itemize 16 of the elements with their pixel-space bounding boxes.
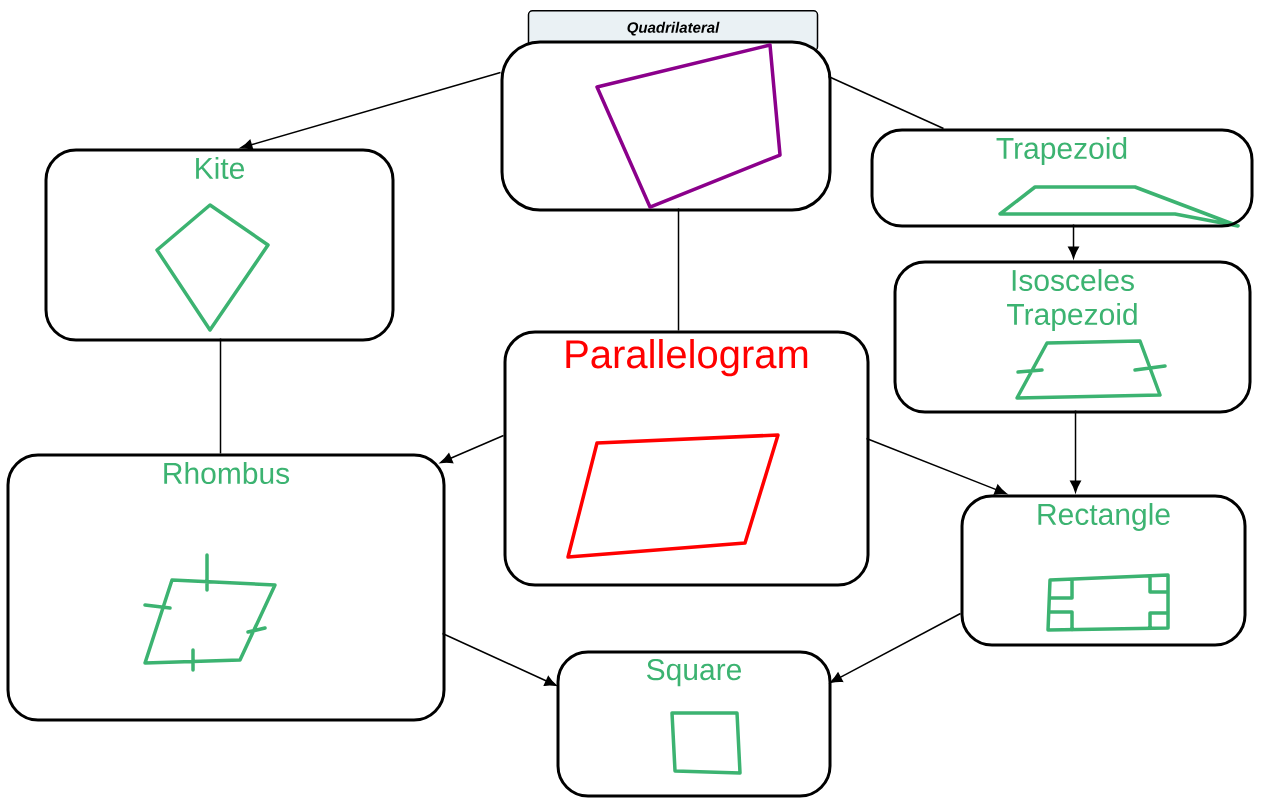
shape-box: Square [556, 650, 832, 798]
arrow [441, 632, 557, 687]
title-box: Quadrilateral [500, 10, 832, 212]
shape-box: Rhombus [6, 453, 446, 722]
shape-box: Trapezoid [870, 128, 1254, 228]
node-label: Quadrilateral [627, 21, 720, 36]
arrow [830, 612, 962, 683]
shape-box: Rectangle [960, 494, 1247, 647]
shape-box: Kite [44, 148, 395, 342]
arrow [240, 71, 502, 150]
arrow [865, 437, 1007, 495]
arrow [1068, 223, 1079, 259]
shape-box: Isosceles Trapezoid [893, 260, 1252, 414]
arrow [440, 434, 505, 464]
shape-box: Parallelogram [503, 330, 870, 587]
arrow [1070, 409, 1081, 493]
